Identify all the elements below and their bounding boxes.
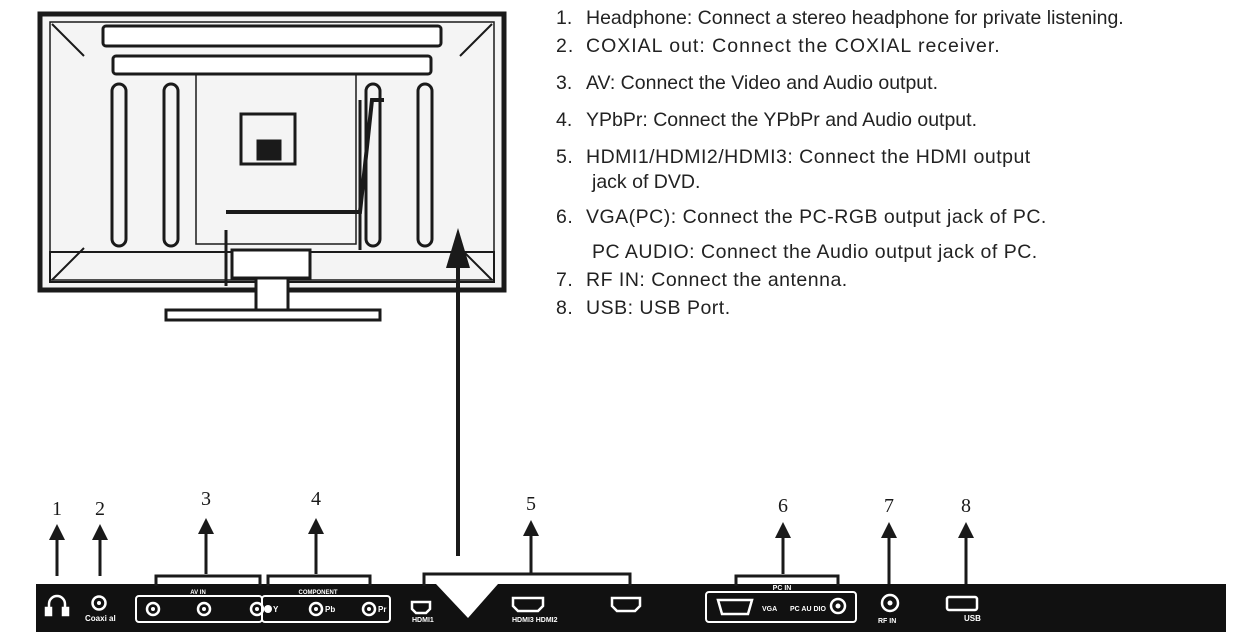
callout-1: 1 [49,498,65,576]
pc-in-label: PC IN [773,585,792,592]
pointer-arrow [446,228,470,556]
coaxial-jack-icon [91,595,107,611]
callout-8: 8 [958,495,974,590]
instruction-item-6-pc-audio: PC AUDIO: Connect the Audio output jack … [592,241,1038,263]
connection-instructions: 1.Headphone: Connect a stereo headphone … [556,6,1236,321]
callout-number-8: 8 [961,495,971,517]
component-pr-label: Pr [378,605,386,614]
pc-audio-jack-icon [829,597,847,615]
rf-in-label: RF IN [878,618,896,625]
av-audio-l-jack-icon [196,601,212,617]
component-label: COMPONENT [299,590,338,596]
callout-number-7: 7 [884,495,894,517]
callout-number-3: 3 [201,488,211,510]
vga-port-icon [716,598,754,616]
av-in-label: AV IN [190,590,206,596]
hdmi3-port-icon [511,596,545,613]
component-pb-label: Pb [325,605,335,614]
usb-port-icon [945,595,979,612]
tv-back-illustration [37,11,507,322]
instruction-item-2: 2.COXIAL out: Connect the COXIAL receive… [556,35,1001,57]
hdmi3-hdmi2-label: HDMI3 HDMI2 [512,617,558,624]
pc-in-port-group [705,591,857,623]
callout-2: 2 [92,498,108,576]
callout-4: 4 [308,488,324,574]
callout-6: 6 [775,495,791,574]
connector-panel: Coaxi al AV IN COMPONENT Y Pb Pr HDMI1 H… [36,572,1226,632]
instruction-item-4: 4.YPbPr: Connect the YPbPr and Audio out… [556,109,977,131]
hdmi1-port-icon [410,600,432,615]
instruction-item-6: 6.VGA(PC): Connect the PC-RGB output jac… [556,206,1047,228]
component-port-group [261,595,391,623]
callout-number-2: 2 [95,498,105,520]
rf-in-jack-icon [880,593,900,613]
component-y-jack-icon [264,605,272,613]
callout-number-4: 4 [311,488,321,510]
instruction-item-3: 3.AV: Connect the Video and Audio output… [556,72,938,94]
callout-number-1: 1 [52,498,62,520]
hdmi1-label: HDMI1 [412,617,434,624]
callout-3: 3 [198,488,214,574]
pc-audio-label: PC AU DIO [790,606,826,613]
instruction-item-5: 5.HDMI1/HDMI2/HDMI3: Connect the HDMI ou… [556,146,1031,168]
instruction-item-5-continued: jack of DVD. [592,171,701,193]
headphone-jack-icon [44,594,70,617]
usb-label: USB [964,614,981,623]
av-video-jack-icon [145,601,161,617]
instruction-item-8: 8.USB: USB Port. [556,297,731,319]
coaxial-label: Coaxi al [85,614,116,623]
callout-7: 7 [881,495,897,592]
callouts: 1 2 3 4 5 6 7 8 [49,488,974,592]
instruction-item-7: 7.RF IN: Connect the antenna. [556,269,848,291]
component-y-label: Y [273,605,279,614]
component-pr-jack-icon [361,601,377,617]
component-pb-jack-icon [308,601,324,617]
vga-label: VGA [762,606,777,613]
callout-number-6: 6 [778,495,788,517]
callout-number-5: 5 [526,493,536,515]
instruction-item-1: 1.Headphone: Connect a stereo headphone … [556,7,1124,29]
hdmi2-port-icon [610,596,642,613]
callout-5: 5 [523,493,539,574]
